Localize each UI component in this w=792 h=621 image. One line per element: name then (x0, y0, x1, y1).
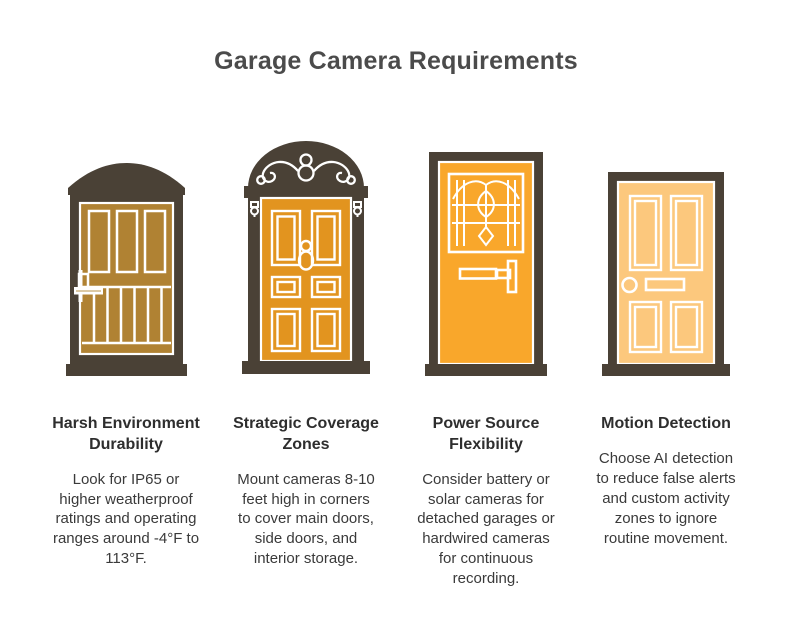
stained-glass-window (447, 172, 525, 254)
column-strategic-coverage: Strategic Coverage Zones Mount cameras 8… (216, 118, 396, 589)
column-motion-detection: Motion Detection Choose AI detection to … (576, 118, 756, 589)
door-knocker-icon (297, 239, 315, 271)
letterplate-icon (644, 277, 686, 292)
door-pediment (67, 163, 185, 195)
left-jamb (248, 198, 261, 361)
item-body: Look for IP65 or higher weatherproof rat… (52, 470, 200, 568)
right-jamb (351, 198, 364, 361)
plank-slats (81, 285, 171, 345)
lever-handle-icon (495, 259, 518, 294)
item-heading: Strategic Coverage Zones (233, 415, 379, 453)
door-slot-3 (424, 118, 548, 376)
door-sill (65, 364, 187, 376)
door-slot-2 (242, 118, 370, 376)
door-leaf (78, 201, 174, 356)
page-title: Garage Camera Requirements (214, 47, 578, 75)
item-heading: Motion Detection (601, 415, 731, 432)
item-body: Consider battery or solar cameras for de… (417, 470, 555, 588)
door-sill (242, 361, 370, 374)
lintel (244, 186, 368, 198)
rustic-plank-door-icon (65, 163, 187, 376)
arch-scrollwork (256, 153, 356, 185)
top-panels (87, 209, 166, 274)
item-heading: Harsh Environment Durability (52, 415, 200, 453)
door-leaf (616, 180, 716, 366)
doorknob-icon (621, 276, 638, 294)
four-panel-door-icon (602, 172, 730, 376)
item-heading: Power Source Flexibility (432, 415, 540, 453)
column-power-source: Power Source Flexibility Consider batter… (396, 118, 576, 589)
column-harsh-environment: Harsh Environment Durability Look for IP… (36, 118, 216, 589)
door-slot-4 (601, 118, 731, 376)
door-leaf (259, 196, 353, 363)
arched-victorian-door-icon (242, 141, 370, 374)
door-handle-icon (73, 270, 103, 302)
four-panels (628, 194, 704, 354)
item-body: Choose AI detection to reduce false aler… (596, 449, 736, 547)
door-sill (602, 364, 730, 376)
door-slot-1 (63, 118, 190, 376)
stained-glass-door-icon (425, 152, 547, 376)
door-sill (425, 364, 547, 376)
item-body: Mount cameras 8-10 feet high in corners … (237, 470, 375, 568)
corbel-ornaments (250, 201, 362, 217)
six-panels (270, 209, 342, 353)
infographic-row: Harsh Environment Durability Look for IP… (0, 118, 792, 589)
